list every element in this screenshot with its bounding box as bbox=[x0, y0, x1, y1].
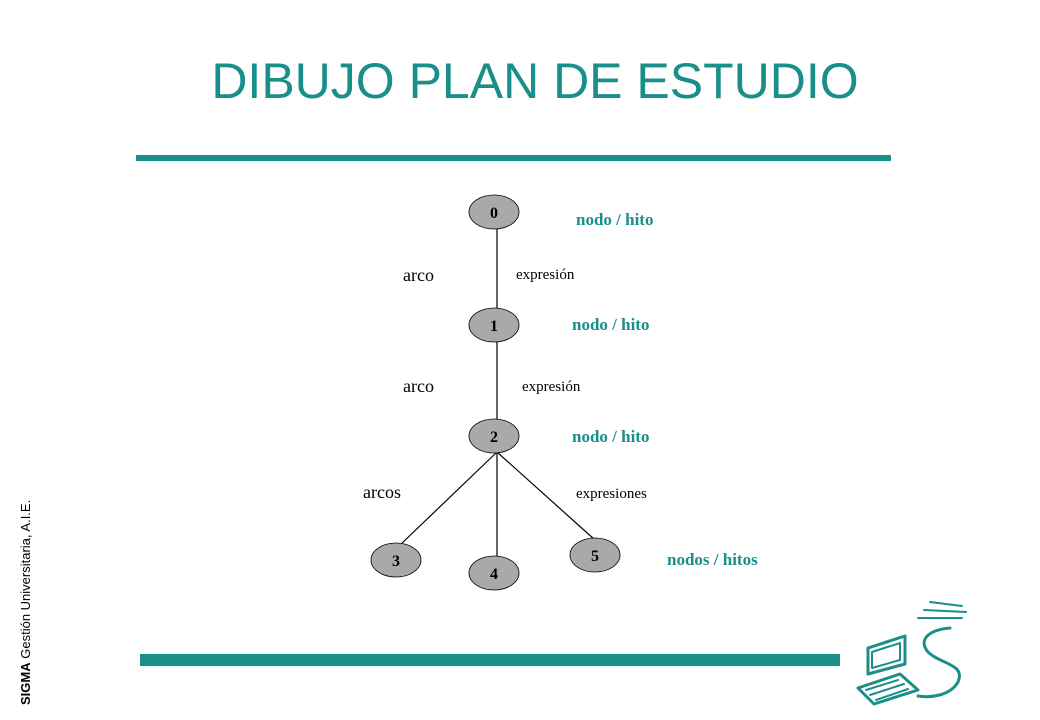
expressions-annotation: expresiones bbox=[576, 486, 647, 502]
node-0-label: 0 bbox=[490, 205, 498, 222]
node-5-label: 5 bbox=[591, 548, 599, 565]
node-1-label: 1 bbox=[490, 318, 498, 335]
arcs-annotation: arcos bbox=[363, 482, 401, 502]
node-5: 5 bbox=[569, 537, 621, 573]
node-annotation-2: nodo / hito bbox=[572, 427, 649, 446]
node-annotation-1: nodo / hito bbox=[572, 315, 649, 334]
sigma-logo-icon bbox=[856, 601, 967, 706]
arc-annotation-1: arco bbox=[403, 265, 434, 285]
node-0: 0 bbox=[468, 194, 520, 230]
nodes-annotation-leaves: nodos / hitos bbox=[667, 550, 758, 569]
footer-bar bbox=[140, 654, 840, 666]
node-1: 1 bbox=[468, 307, 520, 343]
node-annotation-0: nodo / hito bbox=[576, 210, 653, 229]
page-title: DIBUJO PLAN DE ESTUDIO bbox=[211, 53, 859, 109]
node-2-label: 2 bbox=[490, 429, 498, 446]
node-3: 3 bbox=[370, 542, 422, 578]
brand-vertical-text: SIGMA Gestión Universitaria, A.I.E. bbox=[18, 500, 33, 705]
brand-subtitle: Gestión Universitaria, A.I.E. bbox=[18, 499, 33, 659]
arc-annotation-2: arco bbox=[403, 376, 434, 396]
node-3-label: 3 bbox=[392, 553, 400, 570]
edge-2-5 bbox=[496, 451, 596, 541]
title-underline bbox=[136, 155, 891, 161]
node-2: 2 bbox=[468, 418, 520, 454]
node-4-label: 4 bbox=[490, 566, 498, 583]
expression-annotation-1: expresión bbox=[516, 267, 575, 283]
expression-annotation-2: expresión bbox=[522, 379, 581, 395]
node-4: 4 bbox=[468, 555, 520, 591]
brand-name: SIGMA bbox=[18, 662, 33, 705]
edge-2-3 bbox=[398, 451, 498, 547]
